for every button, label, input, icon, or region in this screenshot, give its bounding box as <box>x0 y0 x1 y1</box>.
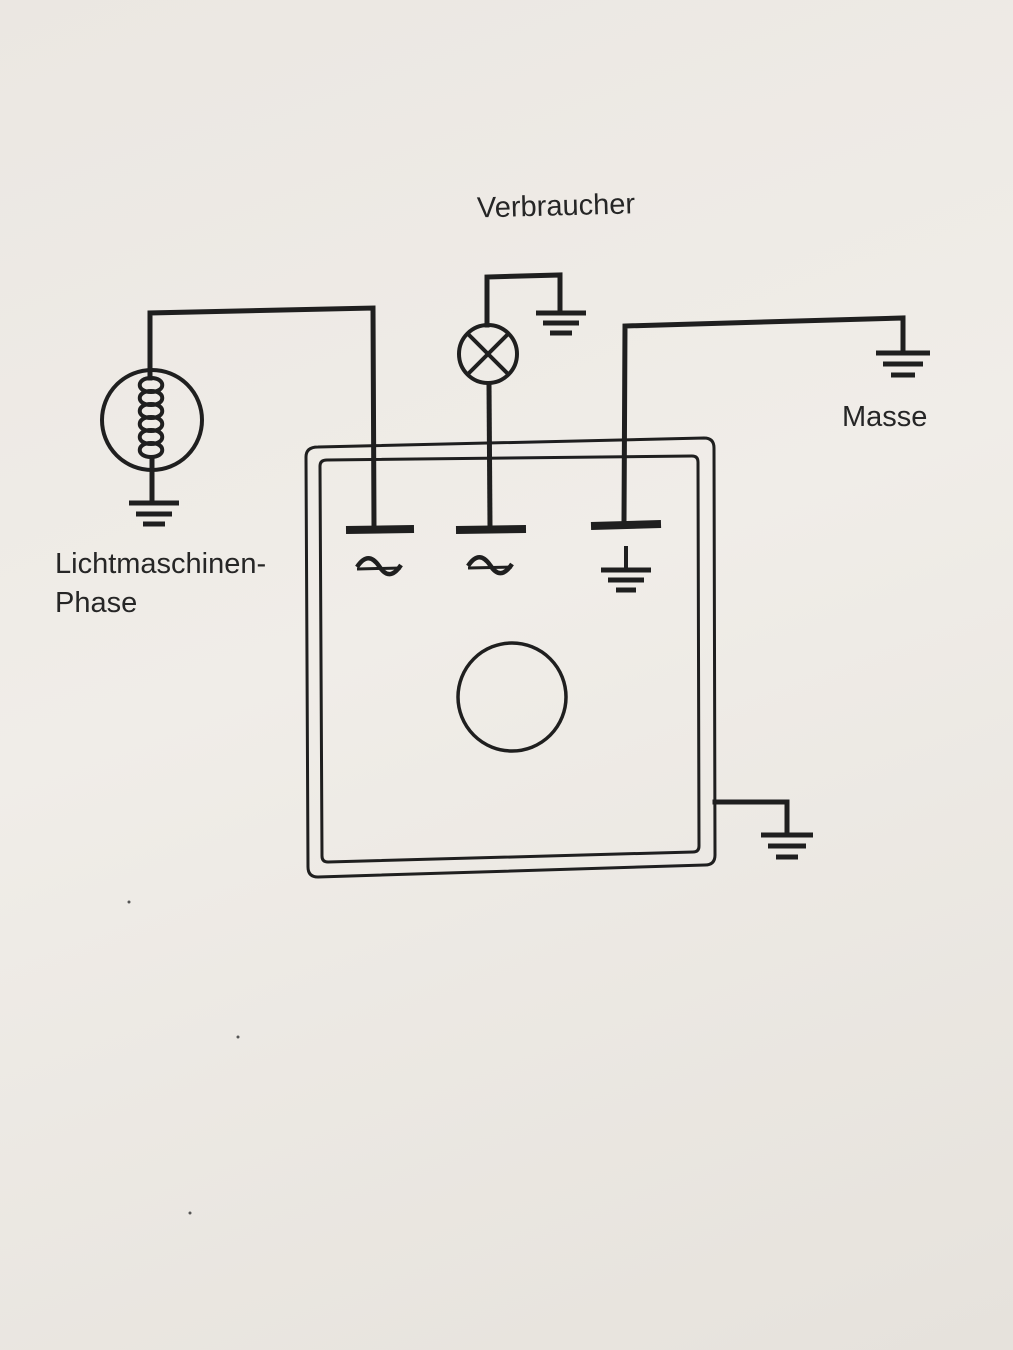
mounting-hole <box>456 641 568 753</box>
ground-wire <box>621 315 906 525</box>
consumer-label: Verbraucher <box>477 188 636 224</box>
phase-label-line2: Phase <box>55 587 137 619</box>
phase-wire <box>147 305 377 529</box>
terminal-ground <box>590 520 662 530</box>
ac-terminal-icon <box>466 555 514 576</box>
paper-speck <box>127 900 131 904</box>
ground-label: Masse <box>842 401 927 433</box>
terminal-phase <box>345 525 415 534</box>
lamp-ground-wire <box>484 272 563 328</box>
paper-speck <box>188 1211 192 1215</box>
terminal-consumer <box>455 525 527 534</box>
ground-icon <box>536 310 586 336</box>
ac-terminal-icon <box>355 556 403 577</box>
ground-icon <box>876 350 930 378</box>
housing-ground-wire <box>712 799 790 835</box>
lamp-icon <box>457 323 519 385</box>
ground-icon <box>129 500 179 527</box>
consumer-wire <box>486 381 493 529</box>
generator-coil-icon <box>100 335 204 503</box>
paper-speck <box>236 1035 240 1039</box>
ground-icon <box>601 546 651 593</box>
phase-label-line1: Lichtmaschinen- <box>55 548 266 580</box>
regulator-housing <box>304 436 717 879</box>
ground-icon <box>761 832 813 860</box>
